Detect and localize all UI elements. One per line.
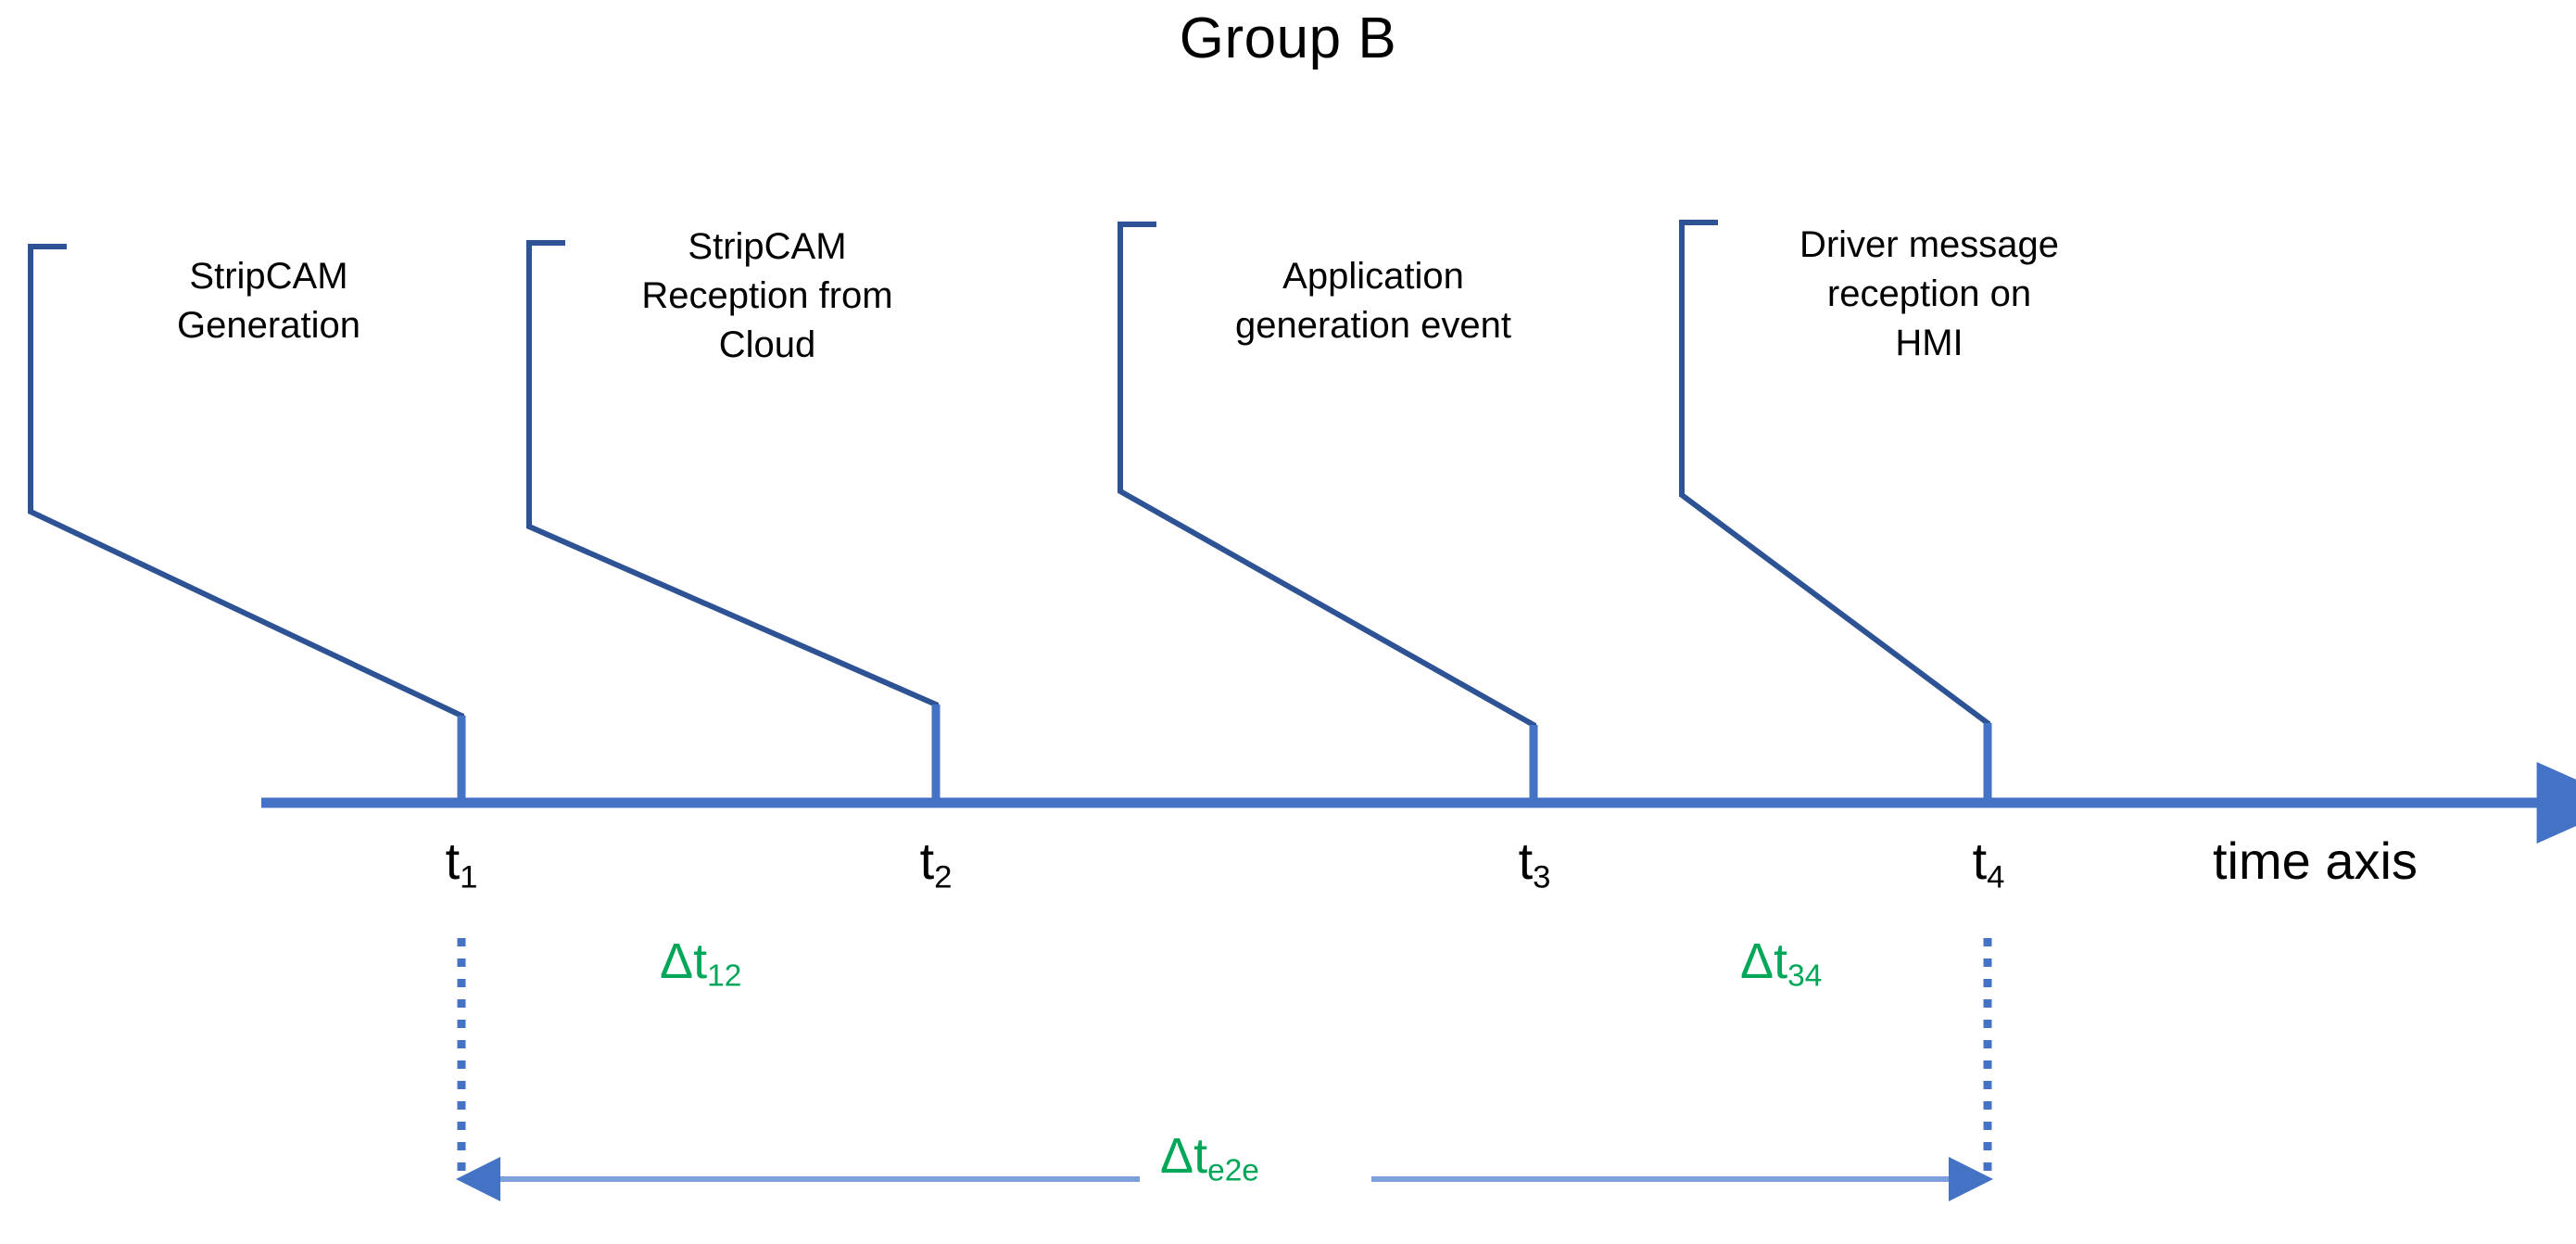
tick-label-subscript: 1 [460, 859, 478, 895]
event-label-line: Cloud [718, 324, 816, 365]
tick-label-base: t [1972, 831, 1988, 890]
event-label-line: generation event [1234, 304, 1511, 346]
tick-label-t1: t1 [406, 831, 517, 896]
tick-label-base: t [919, 831, 935, 890]
interval-subscript: 34 [1787, 958, 1823, 994]
interval-symbol: Δt [1160, 1128, 1208, 1184]
event-label-application-generation: Application generation event [1169, 252, 1577, 350]
tick-label-t4: t4 [1933, 831, 2044, 896]
tick-label-base: t [445, 831, 461, 890]
tick-label-subscript: 2 [934, 859, 953, 895]
interval-label-dt12: Δt12 [660, 933, 741, 995]
event-leader-1 [28, 244, 466, 805]
event-label-line: Generation [177, 304, 360, 346]
interval-label-dte2e: Δte2e [1160, 1127, 1259, 1189]
event-label-line: StripCAM [189, 256, 348, 297]
event-leader-3 [1118, 222, 1538, 805]
event-label-stripcam-reception: StripCAM Reception from Cloud [582, 222, 953, 369]
event-label-driver-message: Driver message reception on HMI [1735, 221, 2124, 367]
tick-label-t2: t2 [880, 831, 991, 896]
axis-title: time axis [2213, 831, 2418, 890]
interval-label-dt34: Δt34 [1740, 933, 1822, 995]
event-label-line: reception on [1826, 273, 2032, 314]
event-label-line: Reception from [641, 274, 893, 316]
interval-symbol: Δt [660, 933, 708, 989]
event-label-line: Application [1282, 256, 1464, 297]
tick-label-subscript: 3 [1533, 859, 1551, 895]
event-label-line: Driver message [1799, 224, 2060, 265]
event-label-line: HMI [1895, 322, 1964, 363]
event-label-stripcam-generation: StripCAM Generation [83, 252, 454, 350]
event-leader-4 [1679, 220, 1992, 805]
tick-label-t3: t3 [1479, 831, 1590, 896]
event-label-line: StripCAM [688, 226, 847, 267]
event-leader-2 [526, 240, 941, 805]
tick-label-base: t [1518, 831, 1534, 890]
page-title: Group B [1179, 6, 1397, 70]
interval-subscript: e2e [1207, 1153, 1259, 1188]
interval-symbol: Δt [1740, 933, 1788, 989]
tick-label-subscript: 4 [1987, 859, 2005, 895]
interval-subscript: 12 [707, 958, 742, 994]
